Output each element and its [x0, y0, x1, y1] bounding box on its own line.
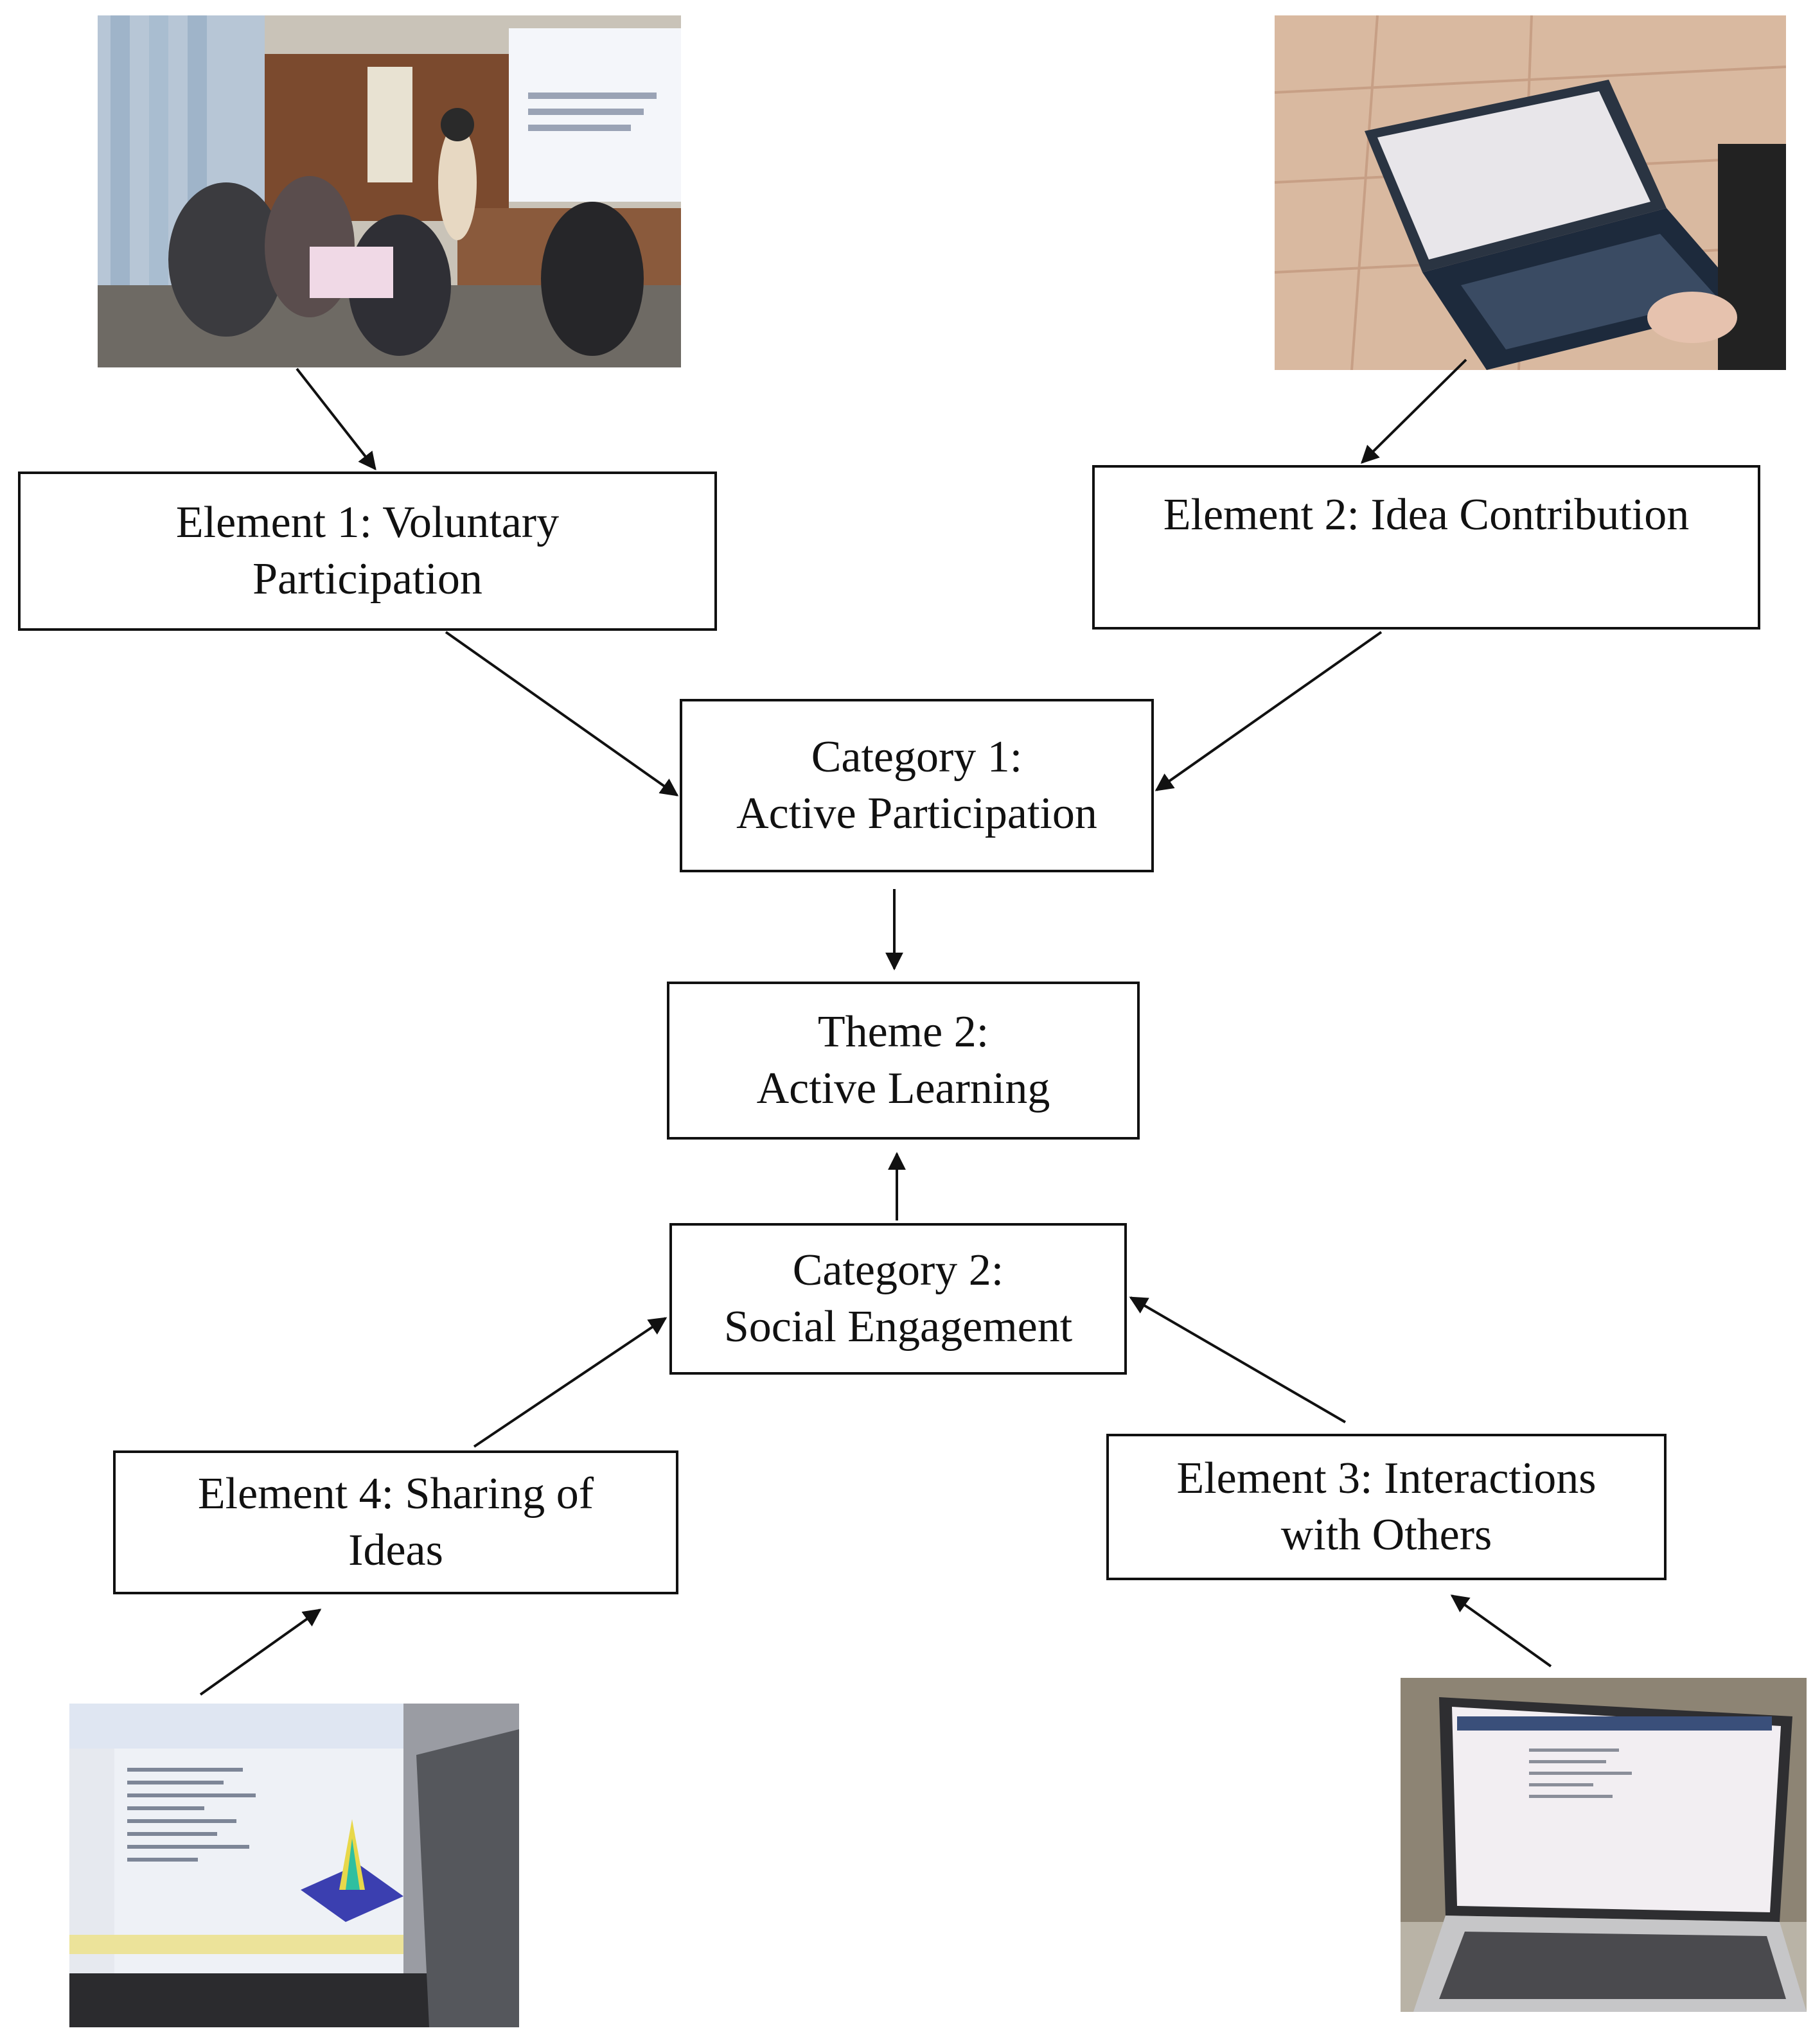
laptop-photo [1401, 1678, 1807, 2012]
category-1-box: Category 1: Active Participation [680, 699, 1154, 872]
arrow-photo-to-element-2 [1361, 358, 1467, 464]
element-4-line-1: Element 4: Sharing of [197, 1469, 594, 1519]
arrow-element-4-to-category-2 [473, 1317, 668, 1448]
category-2-line-2: Social Engagement [723, 1302, 1073, 1352]
element-4-box: Element 4: Sharing of Ideas [113, 1450, 678, 1594]
element-1-line-1: Element 1: Voluntary [175, 498, 560, 547]
element-2-box: Element 2: Idea Contribution [1092, 465, 1760, 630]
theme-2-line-1: Theme 2: [817, 1007, 989, 1057]
element-3-line-2: with Others [1280, 1510, 1492, 1560]
theme-2-line-2: Active Learning [756, 1064, 1050, 1113]
arrow-element-3-to-category-2 [1129, 1296, 1347, 1423]
element-3-line-1: Element 3: Interactions [1176, 1454, 1596, 1503]
element-1-box: Element 1: Voluntary Participation [18, 471, 717, 631]
theme-2-box: Theme 2: Active Learning [667, 982, 1140, 1140]
arrow-photo-to-element-1 [296, 367, 376, 471]
category-1-line-1: Category 1: [811, 732, 1023, 782]
category-2-line-1: Category 2: [792, 1246, 1004, 1295]
element-3-box: Element 3: Interactions with Others [1106, 1434, 1667, 1580]
arrow-photo-to-element-4 [199, 1608, 322, 1696]
element-4-line-2: Ideas [348, 1526, 443, 1575]
element-2-line-1: Element 2: Idea Contribution [1163, 490, 1690, 540]
arrow-photo-to-element-3 [1450, 1594, 1552, 1668]
arrow-element-2-to-category-1 [1154, 631, 1383, 791]
category-2-box: Category 2: Social Engagement [669, 1223, 1127, 1375]
category-1-line-2: Active Participation [736, 789, 1097, 838]
laptop-photo [1275, 15, 1786, 370]
classroom-photo [98, 15, 681, 367]
arrow-element-1-to-category-1 [445, 631, 679, 797]
element-1-line-2: Participation [252, 554, 482, 604]
computer-screen-photo [69, 1704, 519, 2027]
